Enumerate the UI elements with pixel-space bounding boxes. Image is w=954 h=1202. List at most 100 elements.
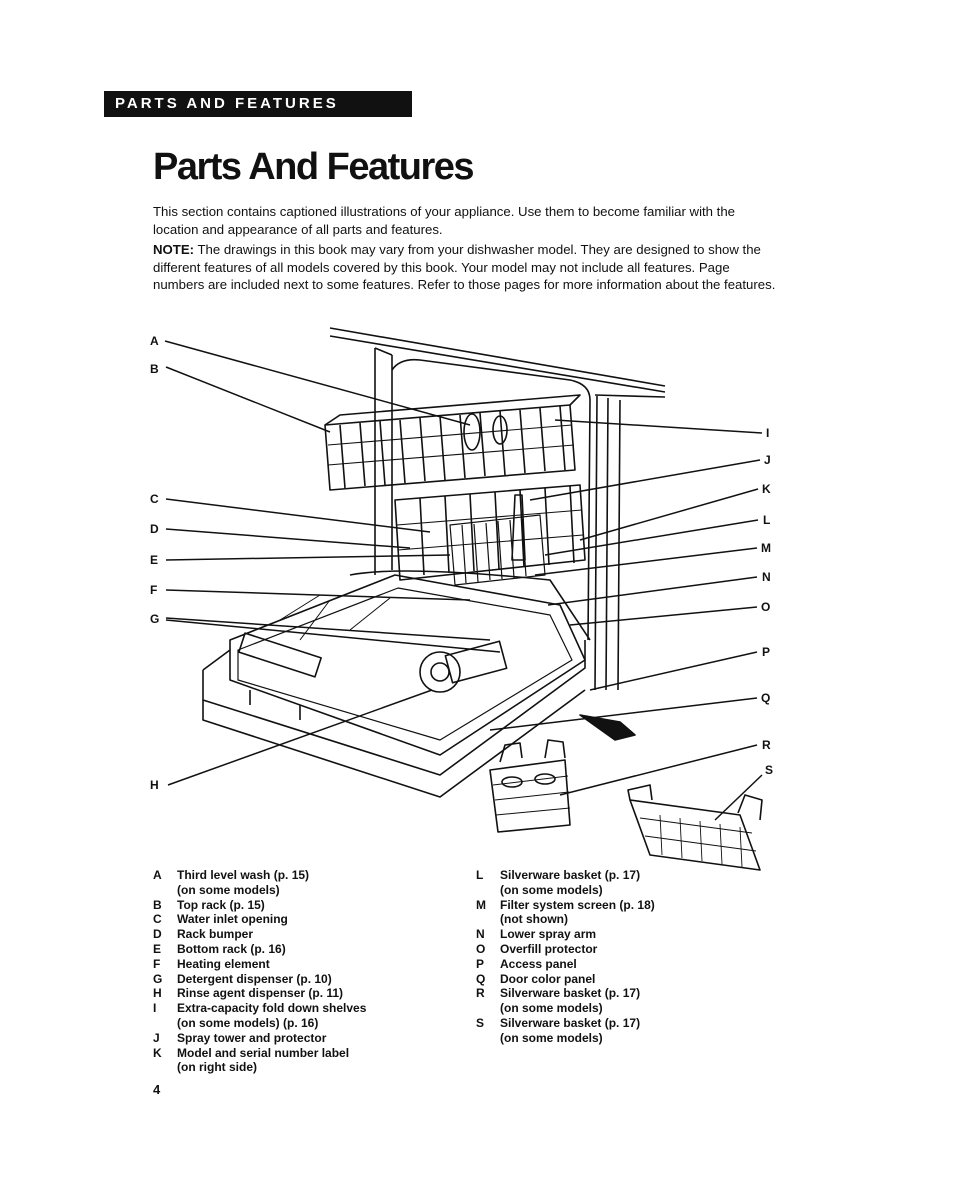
legend-key [476,912,500,927]
legend-key: F [153,956,161,971]
legend-text: Silverware basket (p. 17) [500,1015,641,1030]
callout-o: O [761,600,770,614]
note-text: The drawings in this book may vary from … [153,242,776,292]
silverware-basket-r [489,739,571,833]
legend-item: (on some models) (p. 16) [153,1016,366,1031]
leader-g1 [165,617,491,641]
callout-e: E [150,553,158,567]
legend-key: D [153,927,162,942]
leader-s [714,774,763,821]
legend-text: (on some models) [177,882,280,897]
legend-text: Filter system screen (p. 18) [500,897,655,912]
legend-key: J [153,1030,160,1045]
legend-text: (not shown) [500,912,568,927]
legend-key: R [476,986,485,1001]
leader-k [579,488,759,541]
legend-text: Top rack (p. 15) [177,897,265,912]
legend-item: A Third level wash (p. 15) [153,868,366,883]
legend-text: Rinse agent dispenser (p. 11) [177,986,344,1001]
legend-text: Lower spray arm [500,927,597,942]
leader-c [165,498,431,533]
tub-floor [349,570,591,641]
legend-item: M Filter system screen (p. 18) [476,898,655,913]
spray-tower [511,494,526,561]
hinge-detail [579,714,636,741]
legend-text: Water inlet opening [177,912,288,927]
legend-key: A [153,868,162,882]
callout-d: D [150,522,159,536]
callout-g: G [150,612,159,626]
callout-l: L [763,513,770,527]
leader-f [165,589,471,601]
leader-n [547,576,758,606]
legend-text: (on some models) [500,1001,603,1016]
callout-i: I [766,426,769,440]
legend-key: S [476,1015,485,1030]
legend-key [153,1016,177,1031]
legend-text: Door color panel [500,971,596,986]
legend-text: Model and serial number label [177,1045,350,1060]
callout-r: R [762,738,771,752]
legend-text: Bottom rack (p. 16) [177,941,286,956]
callout-m: M [761,541,771,555]
callout-a: A [150,334,159,348]
cabinet-frame [374,347,621,691]
callout-h: H [150,778,159,792]
legend-text: Detergent dispenser (p. 10) [177,971,332,986]
legend-right-column: L Silverware basket (p. 17) (on some mode… [476,868,655,1046]
legend-item: H Rinse agent dispenser (p. 11) [153,986,366,1001]
legend-text: Silverware basket (p. 17) [500,868,641,882]
legend-key: M [476,897,486,912]
legend-text: Third level wash (p. 15) [177,868,310,882]
legend-text: (on some models) (p. 16) [177,1015,319,1030]
leader-i [554,419,763,434]
legend-item: L Silverware basket (p. 17) [476,868,655,883]
intro-paragraph: This section contains captioned illustra… [153,204,736,237]
leader-d [165,528,411,549]
tub [391,358,591,641]
page-title: Parts And Features [153,146,475,188]
leader-g2 [165,619,501,653]
legend-item: (on some models) [153,883,366,898]
legend-key: P [476,956,485,971]
legend-text: Access panel [500,956,577,971]
legend-key [476,1001,500,1016]
callout-f: F [150,583,157,597]
legend-item: (on some models) [476,1031,655,1046]
legend-key: H [153,986,162,1001]
callout-s: S [765,763,773,777]
leader-r [559,744,758,796]
legend-item: P Access panel [476,957,655,972]
legend-text: Silverware basket (p. 17) [500,986,641,1001]
page-number: 4 [153,1082,161,1097]
legend-item: Q Door color panel [476,972,655,987]
silverware-basket-s [627,784,763,871]
legend-key: L [476,868,484,882]
section-label-bar: PARTS AND FEATURES [104,91,412,117]
legend-item: (not shown) [476,912,655,927]
legend-item: (on right side) [153,1060,366,1075]
legend-text: Rack bumper [177,927,254,942]
legend-key [153,1060,177,1075]
legend-item: R Silverware basket (p. 17) [476,986,655,1001]
legend-text: (on some models) [500,882,603,897]
legend-key: N [476,927,485,942]
callout-p: P [762,645,770,659]
leader-lines [164,340,763,821]
legend-key: Q [476,971,486,986]
leader-e [165,554,451,561]
legend-key [476,1031,500,1046]
leader-h [167,689,433,786]
bottom-rack [394,484,586,581]
leader-a [164,340,471,426]
legend-key: G [153,971,163,986]
